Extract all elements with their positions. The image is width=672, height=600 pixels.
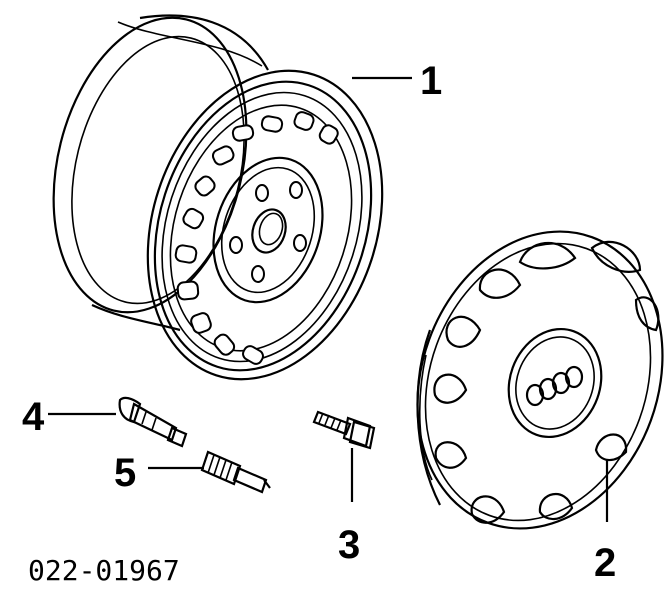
- hubcap-center-dome: [507, 327, 603, 439]
- callout-1: 1: [420, 59, 442, 103]
- callout-4: 4: [22, 395, 45, 439]
- wheel-vent-slots: [174, 111, 339, 365]
- callout-5: 5: [114, 451, 136, 495]
- lug-hole: [293, 234, 307, 252]
- wheel-front-rim: [146, 69, 384, 381]
- valve-stem: [118, 396, 188, 448]
- lug-hole: [251, 265, 265, 283]
- wheel-hub: [212, 156, 324, 304]
- lug-hole: [229, 236, 243, 254]
- lug-hole: [255, 184, 269, 202]
- callout-3: 3: [338, 523, 360, 567]
- wheel-bolt: [312, 410, 376, 450]
- diagram-part-number: 022-01967: [28, 554, 180, 587]
- steel-wheel: [52, 14, 384, 381]
- lug-hole: [289, 181, 303, 199]
- rings-logo-icon: [525, 365, 584, 407]
- callout-2: 2: [594, 541, 616, 585]
- hubcap-scallops: [433, 240, 660, 524]
- hubcap: [416, 230, 664, 530]
- valve-insert: [200, 450, 271, 494]
